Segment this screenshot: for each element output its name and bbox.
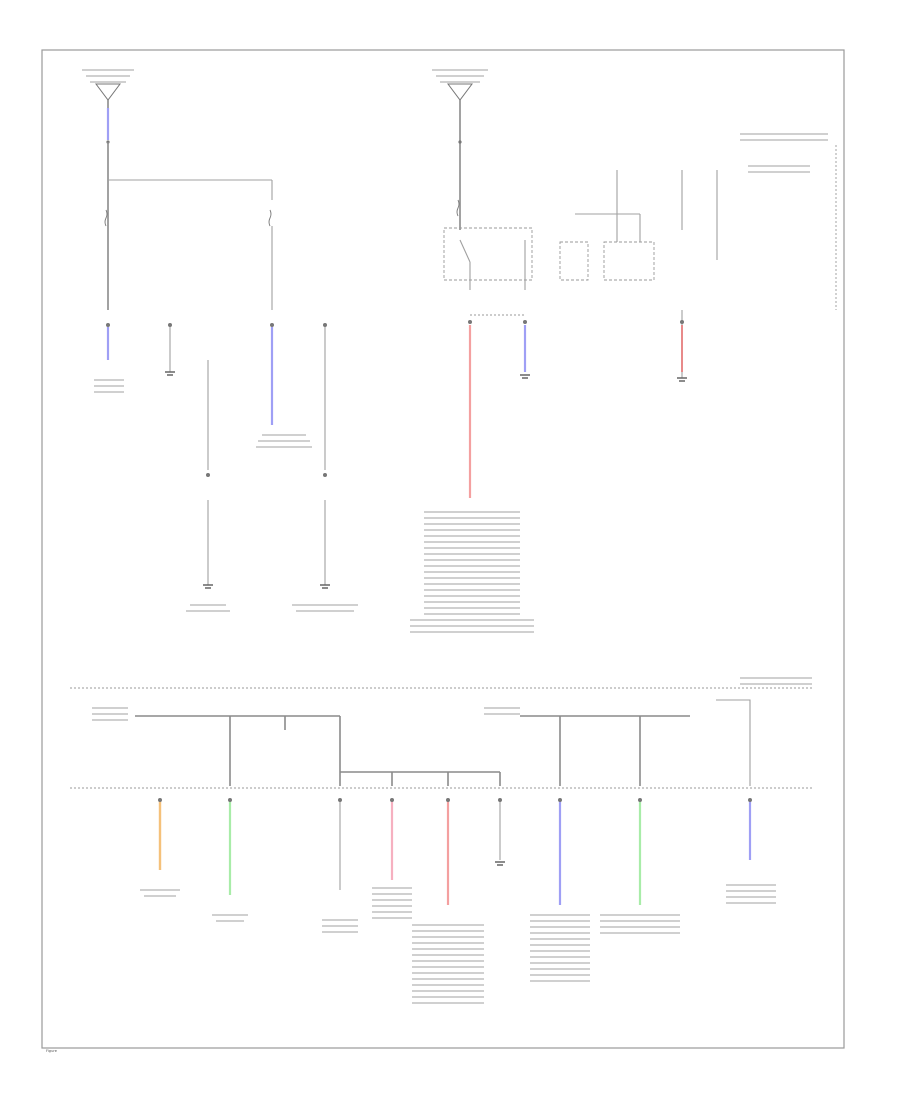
- text-placeholder-bottom: [92, 677, 812, 1004]
- power-source-left: [95, 83, 273, 310]
- figure-id: Figure: [46, 1049, 58, 1053]
- right-top-components: [559, 145, 837, 382]
- bottom-bus: [70, 699, 812, 789]
- relay-box-center: [443, 227, 533, 281]
- power-source-center: [443, 83, 533, 498]
- text-placeholder-top: [82, 69, 828, 633]
- left-branch-wires: [106, 323, 330, 589]
- diagram-frame: [41, 49, 845, 1049]
- bottom-colored-wires: [158, 798, 752, 905]
